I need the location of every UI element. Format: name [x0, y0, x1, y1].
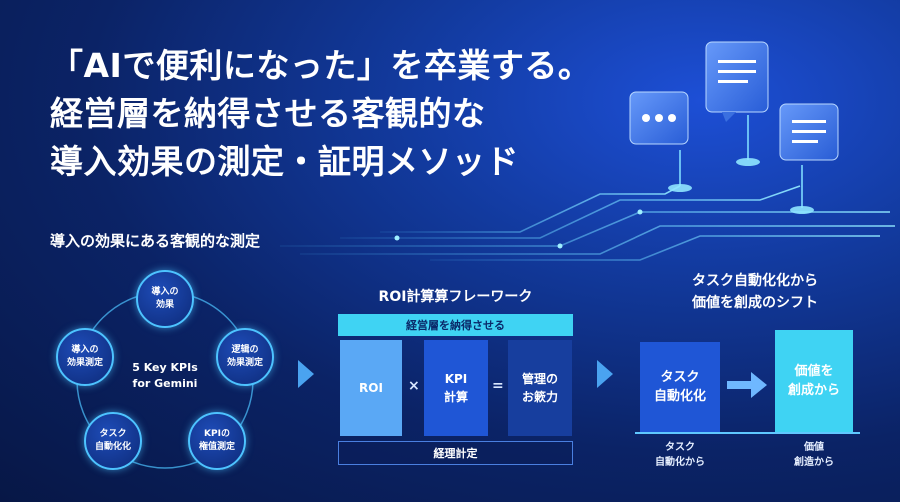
kpi-node-5: 導入の 効果測定: [56, 328, 114, 386]
shift-to-box: 価値を 創成から: [775, 330, 853, 432]
shift-from-label: タスク 自動化から: [655, 442, 705, 468]
chevron-right-icon: [298, 360, 314, 388]
shift-title-line-2: 価値を創成のシフト: [692, 295, 818, 311]
kpi-node-3: KPIの 権值測定: [188, 412, 246, 470]
kpi-wheel: 導入の 効果 逻辑の 効果測定 KPIの 権值測定 タスク 自動化化 導入の 効…: [40, 270, 290, 480]
chat-bubble-dots-icon: [629, 91, 689, 145]
headline-line-1: 「AIで便利になった」を卒業する。: [50, 46, 592, 85]
equals-operator: =: [492, 378, 504, 394]
roi-framework-band: 経営層を納得させる: [338, 314, 573, 336]
chat-bubble-icon: [779, 103, 839, 161]
shift-baseline: [635, 432, 860, 434]
chevron-right-icon: [597, 360, 613, 388]
kpi-node-2: 逻辑の 効果測定: [216, 328, 274, 386]
arrow-right-icon: [727, 372, 767, 398]
kpi-calc-box: KPI 計算: [424, 340, 488, 436]
kpi-node-1: 導入の 効果: [136, 270, 194, 328]
shift-to-label: 価値 創造から: [794, 442, 834, 468]
kpi-node-4: タスク 自動化化: [84, 412, 142, 470]
management-box: 管理の お簌力: [508, 340, 572, 436]
shift-title-line-1: タスク自動化化から: [692, 273, 818, 289]
kpi-wheel-center: 5 Key KPIs for Gemini: [132, 361, 198, 390]
roi-framework-title: ROI計算算フレーワーク: [378, 289, 533, 305]
roi-framework-footer: 経理計定: [338, 441, 573, 465]
subheading: 導入の効果にある客観的な測定: [50, 232, 261, 250]
shift-from-box: タスク 自動化化: [640, 342, 720, 432]
shift-title: タスク自動化化から 価値を創成のシフト: [625, 270, 885, 314]
headline: 「AIで便利になった」を卒業する。 経営層を納得させる客観的な 導入効果の測定・…: [50, 42, 591, 186]
headline-line-2: 経営層を納得させる客観的な: [50, 94, 486, 133]
multiply-operator: ×: [408, 378, 420, 394]
chat-bubble-lines-icon: [705, 41, 769, 122]
roi-box: ROI: [340, 340, 402, 436]
headline-line-3: 導入効果の測定・証明メソッド: [50, 142, 519, 181]
